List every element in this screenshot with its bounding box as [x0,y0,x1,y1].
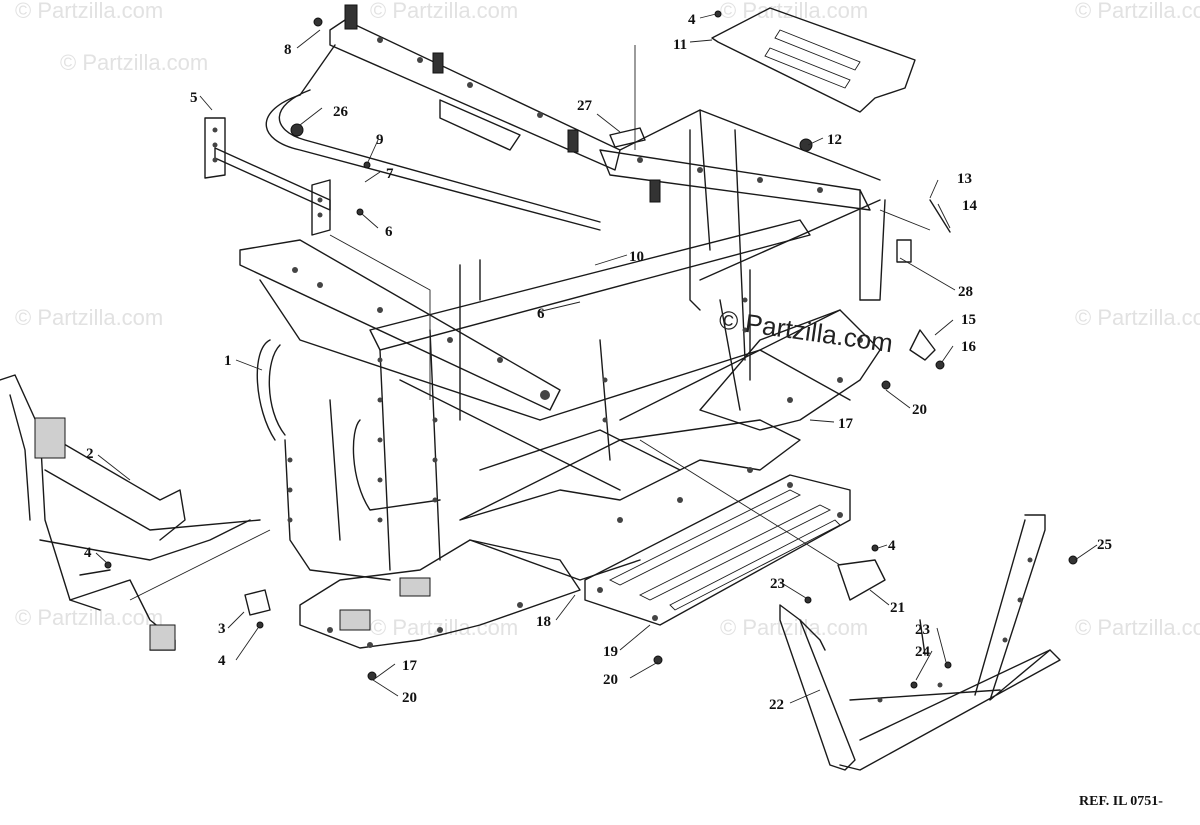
callout-16: 16 [961,339,977,355]
callout-labels: 8 4 11 5 26 9 7 6 27 12 10 6 13 14 28 15… [84,12,1112,713]
callout-27: 27 [577,98,593,114]
part-11-plate [711,7,916,113]
callout-1: 1 [224,353,232,369]
watermark-text: © Partzilla.com [720,615,868,640]
callout-5: 5 [190,90,198,106]
upper-frame [265,4,886,421]
background-watermarks: © Partzilla.com © Partzilla.com © Partzi… [15,0,1200,640]
callout-4: 4 [218,653,226,669]
watermark-text: © Partzilla.com [1075,615,1200,640]
reference-note: REF. IL 0751- [1079,794,1163,809]
watermark-text: © Partzilla.com [15,0,163,23]
center-watermark: © Partzilla.com [717,304,895,358]
watermark-text: © Partzilla.com [370,0,518,23]
callout-24: 24 [915,644,931,660]
part-22-rear-frame [779,514,1061,771]
part-19-skid [584,474,851,626]
part-17-skid-right [699,309,881,431]
callout-25: 25 [1097,537,1112,553]
watermark-text: © Partzilla.com [1075,0,1200,23]
watermark-text: © Partzilla.com [15,305,163,330]
part-5-bracket [204,117,331,236]
callout-17: 17 [838,416,854,432]
callout-17: 17 [402,658,418,674]
callout-23: 23 [770,576,785,592]
part-17-skid-left [299,539,581,649]
callout-13: 13 [957,171,972,187]
callout-19: 19 [603,644,618,660]
callout-12: 12 [827,132,842,148]
part-18-floor [459,419,801,581]
callout-20: 20 [912,402,927,418]
callout-11: 11 [673,37,687,53]
callout-28: 28 [958,284,973,300]
callout-21: 21 [890,600,905,616]
watermark-text: © Partzilla.com [370,615,518,640]
watermark-text: © Partzilla.com [15,605,163,630]
watermark-text: © Partzilla.com [720,0,868,23]
callout-18: 18 [536,614,551,630]
callout-23: 23 [915,622,930,638]
callout-7: 7 [386,166,394,182]
callout-6: 6 [385,224,393,240]
callout-4: 4 [888,538,896,554]
callout-8: 8 [284,42,292,58]
hardware [104,10,1078,689]
callout-26: 26 [333,104,349,120]
callout-20: 20 [402,690,417,706]
main-frame [239,199,881,581]
part-2-bumper [0,374,261,651]
callout-10: 10 [629,249,644,265]
callout-22: 22 [769,697,784,713]
callout-3: 3 [218,621,226,637]
watermark-text: © Partzilla.com [60,50,208,75]
callout-14: 14 [962,198,978,214]
callout-2: 2 [86,446,94,462]
callout-6: 6 [537,306,545,322]
leader-lines [95,13,1098,704]
callout-20: 20 [603,672,618,688]
callout-4: 4 [84,545,92,561]
watermark-text: © Partzilla.com [1075,305,1200,330]
callout-4: 4 [688,12,696,28]
callout-9: 9 [376,132,384,148]
callout-15: 15 [961,312,976,328]
